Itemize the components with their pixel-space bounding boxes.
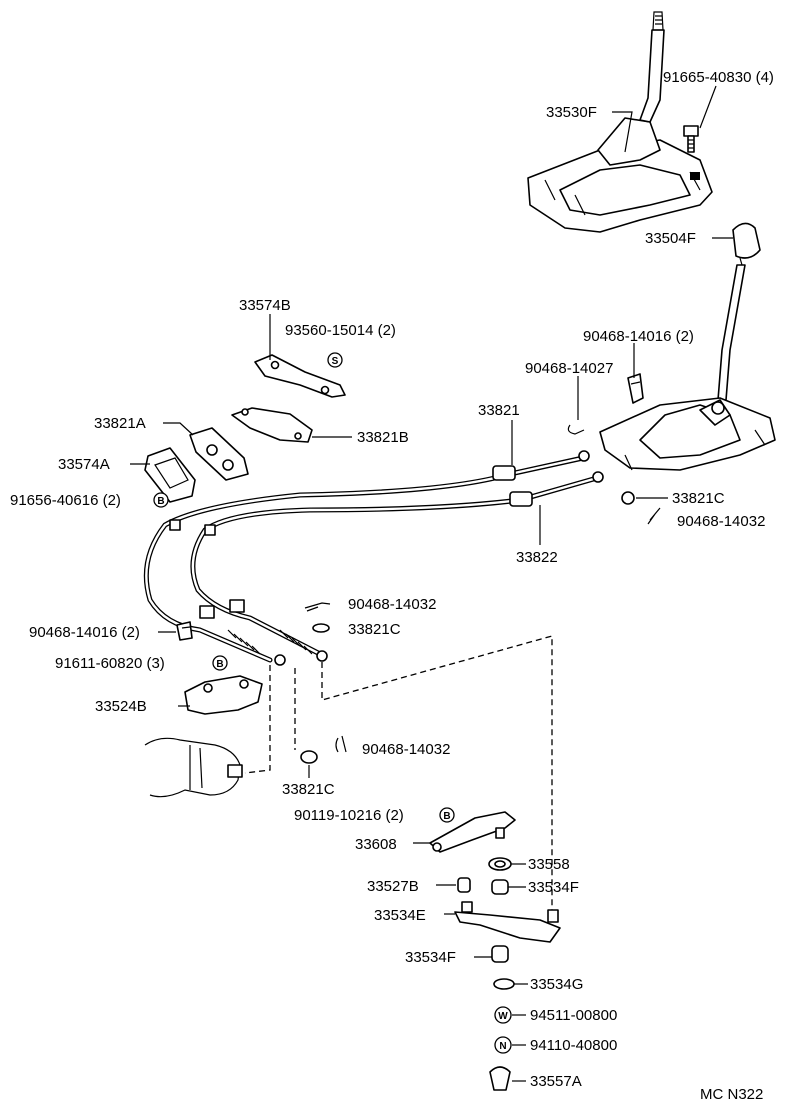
- svg-text:N: N: [499, 1041, 506, 1052]
- label-33574B: 33574B: [239, 297, 291, 314]
- bushing-33558: [488, 857, 512, 871]
- svg-text:B: B: [216, 659, 223, 670]
- washer-33821C-mid: [312, 623, 330, 633]
- label-90468-14032-low: 90468-14032: [362, 741, 450, 758]
- label-33524B: 33524B: [95, 698, 147, 715]
- svg-text:W: W: [498, 1011, 508, 1022]
- plate-33821A: [189, 427, 249, 481]
- cable-33821: [143, 450, 590, 663]
- label-33821C-right: 33821C: [672, 490, 725, 507]
- label-33557A: 33557A: [530, 1073, 582, 1090]
- label-33608: 33608: [355, 836, 397, 853]
- label-leader-lines: [130, 85, 733, 1082]
- label-91611-60820: 91611-60820 (3): [55, 655, 165, 672]
- svg-text:B: B: [157, 496, 164, 507]
- label-94511-00800: 94511-00800: [530, 1007, 617, 1024]
- label-33504F: 33504F: [645, 230, 696, 247]
- clip-90468-14032-low: [335, 735, 347, 753]
- plate-33574A: [144, 447, 196, 503]
- label-91665-40830: 91665-40830 (4): [663, 69, 774, 86]
- label-90119-10216: 90119-10216 (2): [294, 807, 404, 824]
- label-33821A: 33821A: [94, 415, 146, 432]
- bracket-33821B: [231, 407, 313, 443]
- symbol-b-90119: B: [439, 807, 455, 823]
- symbol-s-93560: S: [327, 352, 343, 368]
- label-33821B: 33821B: [357, 429, 409, 446]
- washer-33534G: [493, 978, 515, 990]
- label-33821C-mid: 33821C: [348, 621, 401, 638]
- bushing-33527B: [457, 877, 471, 893]
- washer-33821C-low: [300, 750, 318, 764]
- footer-code: MC N322: [700, 1086, 763, 1103]
- transmission-housing: [144, 737, 243, 798]
- bracket-33534E: [454, 901, 561, 943]
- shift-knob-33504F: [732, 222, 761, 266]
- label-33822: 33822: [516, 549, 558, 566]
- bracket-33574B: [254, 354, 346, 398]
- cable-end-springs: [169, 519, 313, 655]
- svg-text:B: B: [443, 811, 450, 822]
- label-90468-14016-top: 90468-14016 (2): [583, 328, 694, 345]
- clip-90468-14032-right: [647, 507, 661, 525]
- clip-90468-14016-top: [627, 373, 644, 404]
- cable-33822: [190, 471, 604, 666]
- label-33558: 33558: [528, 856, 570, 873]
- symbol-b-91611: B: [212, 655, 228, 671]
- washer-33821C-right: [621, 491, 635, 505]
- label-94110-40800: 94110-40800: [530, 1037, 617, 1054]
- label-93560-15014: 93560-15014 (2): [285, 322, 396, 339]
- bushing-33534F-a: [491, 879, 509, 895]
- dashed-leader-lines: [244, 635, 553, 920]
- label-90468-14032-right: 90468-14032: [677, 513, 765, 530]
- label-90468-14016-left: 90468-14016 (2): [29, 624, 140, 641]
- symbol-w-94511: W: [494, 1006, 512, 1024]
- shift-lever-assembly-lower: [599, 264, 776, 471]
- label-33534F-a: 33534F: [528, 879, 579, 896]
- clip-90468-14032-mid: [304, 602, 331, 612]
- cap-33557A: [489, 1066, 511, 1091]
- label-91656-40616: 91656-40616 (2): [10, 492, 121, 509]
- label-33821: 33821: [478, 402, 520, 419]
- bracket-33524B: [184, 675, 263, 715]
- label-33527B: 33527B: [367, 878, 419, 895]
- label-33534G: 33534G: [530, 976, 583, 993]
- symbol-b-91656: B: [153, 492, 169, 508]
- clip-90468-14016-left: [176, 621, 193, 641]
- svg-text:S: S: [332, 356, 339, 367]
- bushing-33534F-b: [491, 945, 509, 963]
- label-33821C-low: 33821C: [282, 781, 335, 798]
- label-33574A: 33574A: [58, 456, 110, 473]
- label-90468-14027: 90468-14027: [525, 360, 613, 377]
- lever-33608: [429, 811, 516, 853]
- symbol-n-94110: N: [494, 1036, 512, 1054]
- label-33530F: 33530F: [546, 104, 597, 121]
- shift-lever-housing-upper: [527, 11, 713, 233]
- label-33534E: 33534E: [374, 907, 426, 924]
- label-33534F-b: 33534F: [405, 949, 456, 966]
- bolt-91665-40830: [683, 125, 699, 153]
- label-90468-14032-mid: 90468-14032: [348, 596, 436, 613]
- pin-90468-14027: [567, 424, 585, 435]
